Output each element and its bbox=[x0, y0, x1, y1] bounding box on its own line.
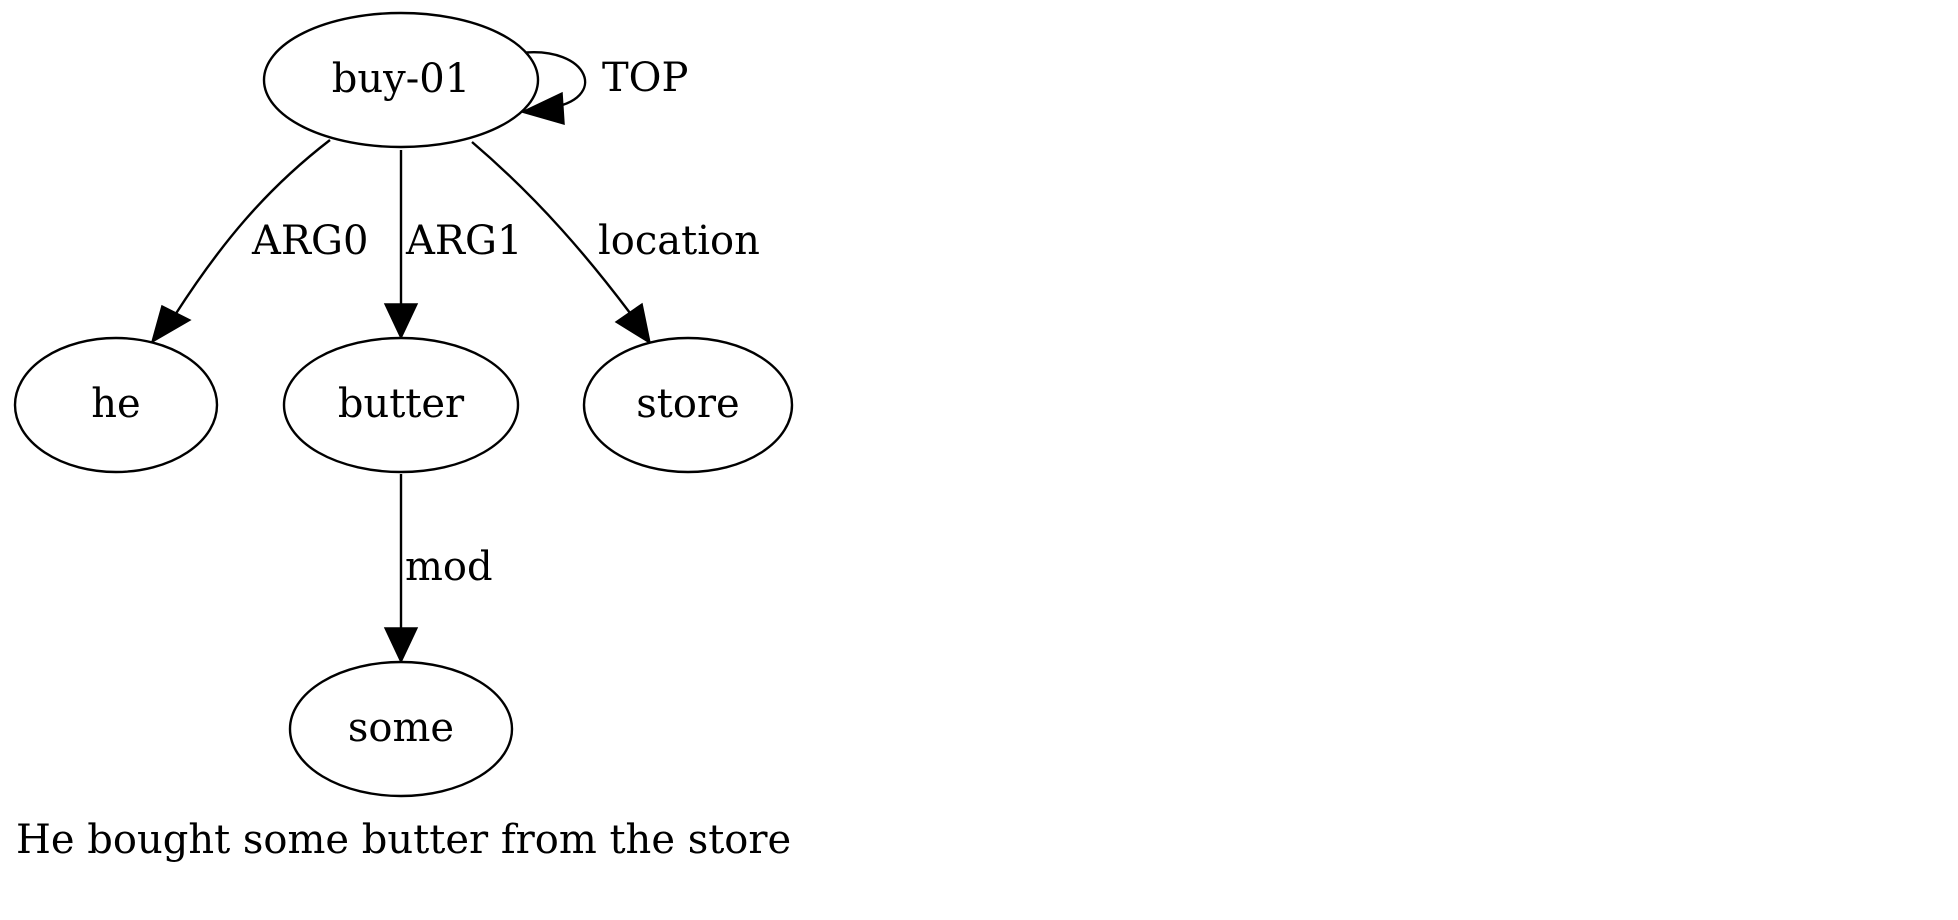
edge-top: TOP bbox=[519, 51, 688, 126]
edge-location-label: location bbox=[598, 218, 760, 264]
edge-arg1: ARG1 bbox=[383, 150, 522, 340]
node-he-label: he bbox=[91, 381, 140, 427]
edge-arg1-label: ARG1 bbox=[405, 218, 522, 264]
node-store: store bbox=[582, 336, 794, 474]
diagram-caption: He bought some butter from the store bbox=[16, 817, 791, 863]
node-butter-label: butter bbox=[338, 381, 465, 427]
edge-arg1-arrowhead bbox=[383, 303, 419, 340]
edge-top-line bbox=[519, 51, 587, 110]
node-buy-01-label: buy-01 bbox=[332, 56, 470, 102]
node-store-label: store bbox=[636, 381, 739, 427]
node-some-label: some bbox=[348, 705, 454, 751]
edge-mod: mod bbox=[383, 474, 493, 664]
edge-top-arrowhead bbox=[519, 91, 565, 126]
node-he-ellipse bbox=[13, 336, 219, 474]
node-buy-01: buy-01 bbox=[262, 11, 540, 149]
edge-location-arrowhead bbox=[614, 302, 652, 345]
edge-mod-arrowhead bbox=[383, 627, 419, 664]
node-buy-01-ellipse bbox=[262, 11, 540, 149]
node-he: he bbox=[13, 336, 219, 474]
edge-arg0: ARG0 bbox=[150, 139, 368, 344]
edge-mod-label: mod bbox=[405, 544, 493, 590]
edge-top-label: TOP bbox=[602, 55, 688, 101]
edge-arg0-arrowhead bbox=[150, 304, 192, 344]
node-butter: butter bbox=[282, 336, 520, 474]
node-some: some bbox=[288, 660, 514, 798]
edge-arg0-label: ARG0 bbox=[251, 218, 368, 264]
edge-location: location bbox=[471, 141, 760, 345]
node-butter-ellipse bbox=[282, 336, 520, 474]
edge-arg0-line bbox=[173, 139, 331, 316]
node-some-ellipse bbox=[288, 660, 514, 798]
node-store-ellipse bbox=[582, 336, 794, 474]
edge-location-line bbox=[471, 141, 631, 314]
